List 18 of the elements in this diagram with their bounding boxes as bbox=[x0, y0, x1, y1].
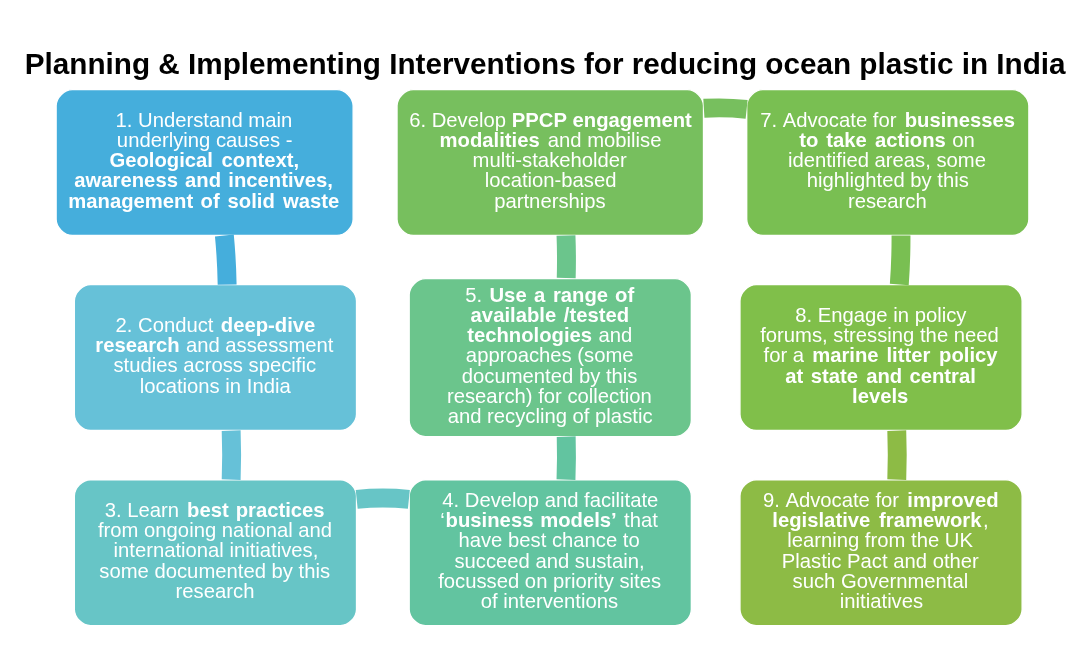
connector bbox=[214, 234, 237, 285]
node-box: 5. Use a range of available /tested technologies and approaches (some documented by this research) for collection and recycling of plastic bbox=[408, 277, 693, 438]
node-box: 8. Engage in policy forums, stressing the need for a marine litter policy at state and central levels bbox=[739, 284, 1023, 432]
node-box: 4. Develop and facilitate ‘business models’ that have best chance to succeed and sustain, focussed on priority sites of interventions bbox=[408, 479, 693, 627]
node-box: 6. Develop PPCP engagement modalities and mobilise multi-stakeholder location-based partnerships bbox=[396, 88, 705, 237]
connector bbox=[355, 488, 410, 509]
connector bbox=[703, 98, 748, 119]
connector bbox=[221, 430, 242, 480]
connector bbox=[889, 235, 911, 286]
node-box: 9. Advocate for improved legislative framework, learning from the UK Plastic Pact and other such Governmental initiatives bbox=[739, 479, 1023, 627]
node-box: 1. Understand main underlying causes - Geological context, awareness and incentives, management of solid waste bbox=[55, 88, 354, 237]
diagram-title: Planning & Implementing Interventions for reducing ocean plastic in India bbox=[24, 47, 1066, 81]
connector bbox=[887, 430, 907, 480]
node-box: 3. Learn best practices from ongoing national and international initiatives, some documented by this research bbox=[73, 479, 358, 627]
node-box: 2. Conduct deep-dive research and assessment studies across specific locations in India bbox=[73, 284, 358, 432]
node-box: 7. Advocate for businesses to take actions on identified areas, some highlighted by this research bbox=[746, 88, 1030, 237]
connector bbox=[556, 235, 576, 279]
connector bbox=[556, 436, 576, 480]
